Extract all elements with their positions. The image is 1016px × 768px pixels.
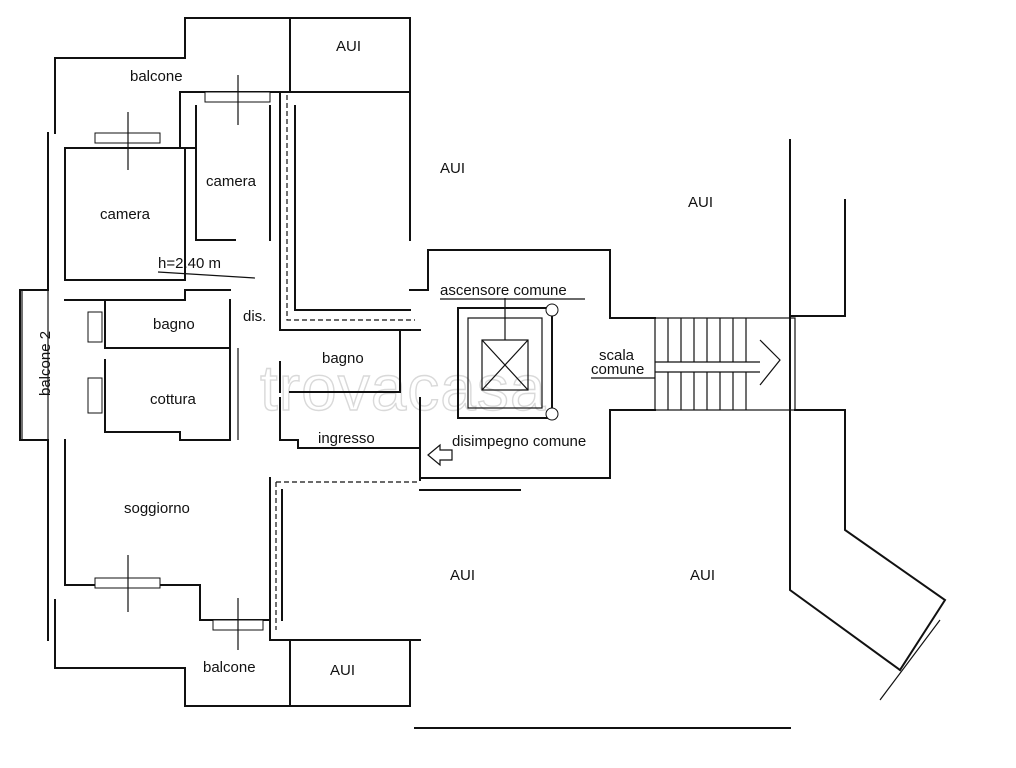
entrance-arrow-icon (427, 443, 453, 467)
elevator-shaft (457, 298, 559, 421)
label-camera-2: camera (100, 206, 151, 223)
right-building-edge (789, 139, 947, 701)
apartment-walls (19, 17, 791, 729)
label-camera-1: camera (206, 173, 257, 190)
label-cottura: cottura (150, 391, 197, 408)
staircase (654, 317, 796, 411)
label-scala-1: scala (599, 347, 635, 364)
windows (21, 75, 271, 650)
label-balcone-top: balcone (130, 68, 183, 85)
label-balcone-bottom: balcone (203, 659, 256, 676)
label-aui-top-small: AUI (336, 38, 361, 55)
label-aui-right-bottom: AUI (690, 567, 715, 584)
label-soggiorno: soggiorno (124, 500, 190, 517)
label-ascensore: ascensore comune (440, 282, 567, 299)
label-aui-bottom-small: AUI (330, 662, 355, 679)
label-balcone-2: balcone 2 (37, 331, 54, 396)
label-ingresso: ingresso (318, 430, 375, 447)
watermark-logo: trovacasa (260, 352, 546, 424)
label-bagno-2: bagno (322, 350, 364, 367)
label-disimpegno: disimpegno comune (452, 433, 586, 450)
label-dis: dis. (243, 308, 266, 325)
label-ceiling-height: h=2.40 m (158, 255, 221, 272)
label-scala-2: comune (591, 361, 644, 378)
label-aui-center-top: AUI (440, 160, 465, 177)
label-aui-right-top: AUI (688, 194, 713, 211)
label-aui-center-bottom: AUI (450, 567, 475, 584)
room-labels: AUI balcone camera camera AUI AUI h=2.40… (37, 38, 715, 679)
label-bagno-1: bagno (153, 316, 195, 333)
